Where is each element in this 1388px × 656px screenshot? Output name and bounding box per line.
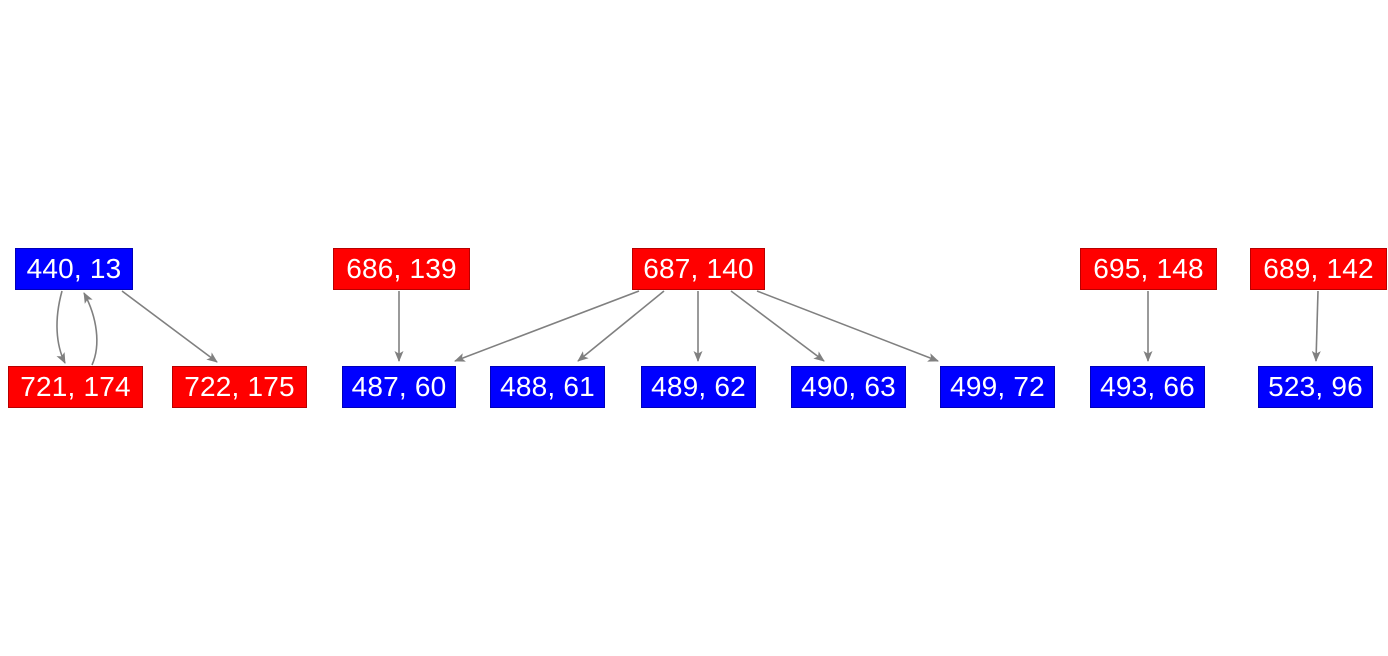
graph-node[interactable]: 721, 174 xyxy=(8,366,143,408)
graph-node-label: 499, 72 xyxy=(950,371,1045,402)
graph-node[interactable]: 489, 62 xyxy=(641,366,756,408)
graph-node[interactable]: 523, 96 xyxy=(1258,366,1373,408)
graph-node[interactable]: 689, 142 xyxy=(1250,248,1387,290)
graph-node-label: 493, 66 xyxy=(1100,371,1195,402)
graph-node-label: 490, 63 xyxy=(801,371,896,402)
graph-node-label: 488, 61 xyxy=(500,371,595,402)
graph-node-label: 440, 13 xyxy=(26,253,122,284)
graph-node-label: 689, 142 xyxy=(1263,253,1374,284)
graph-edge xyxy=(121,290,218,363)
graph-node[interactable]: 490, 63 xyxy=(791,366,906,408)
graph-node[interactable]: 687, 140 xyxy=(632,248,765,290)
graph-edge xyxy=(1311,290,1321,362)
graph-node-label: 695, 148 xyxy=(1093,253,1204,284)
graph-edge xyxy=(56,290,66,364)
graph-edge xyxy=(577,290,665,362)
graph-node-label: 687, 140 xyxy=(643,253,754,284)
graph-edge xyxy=(83,292,98,366)
graph-node-label: 487, 60 xyxy=(351,371,447,402)
graph-node-label: 686, 139 xyxy=(346,253,457,284)
graph-node-label: 523, 96 xyxy=(1268,371,1363,402)
graph-node[interactable]: 493, 66 xyxy=(1090,366,1205,408)
graph-node[interactable]: 499, 72 xyxy=(940,366,1055,408)
graph-node[interactable]: 722, 175 xyxy=(172,366,307,408)
graph-node[interactable]: 686, 139 xyxy=(333,248,470,290)
graph-node-label: 721, 174 xyxy=(20,371,131,402)
graph-edge xyxy=(730,290,825,362)
graph-node[interactable]: 488, 61 xyxy=(490,366,605,408)
graph-node-label: 722, 175 xyxy=(184,371,295,402)
graph-edge xyxy=(756,290,939,362)
edge-group xyxy=(56,290,1321,366)
graph-node[interactable]: 440, 13 xyxy=(15,248,133,290)
graph-node[interactable]: 487, 60 xyxy=(342,366,456,408)
graph-node-label: 489, 62 xyxy=(651,371,746,402)
graph-edge xyxy=(454,290,640,362)
graph-node[interactable]: 695, 148 xyxy=(1080,248,1217,290)
